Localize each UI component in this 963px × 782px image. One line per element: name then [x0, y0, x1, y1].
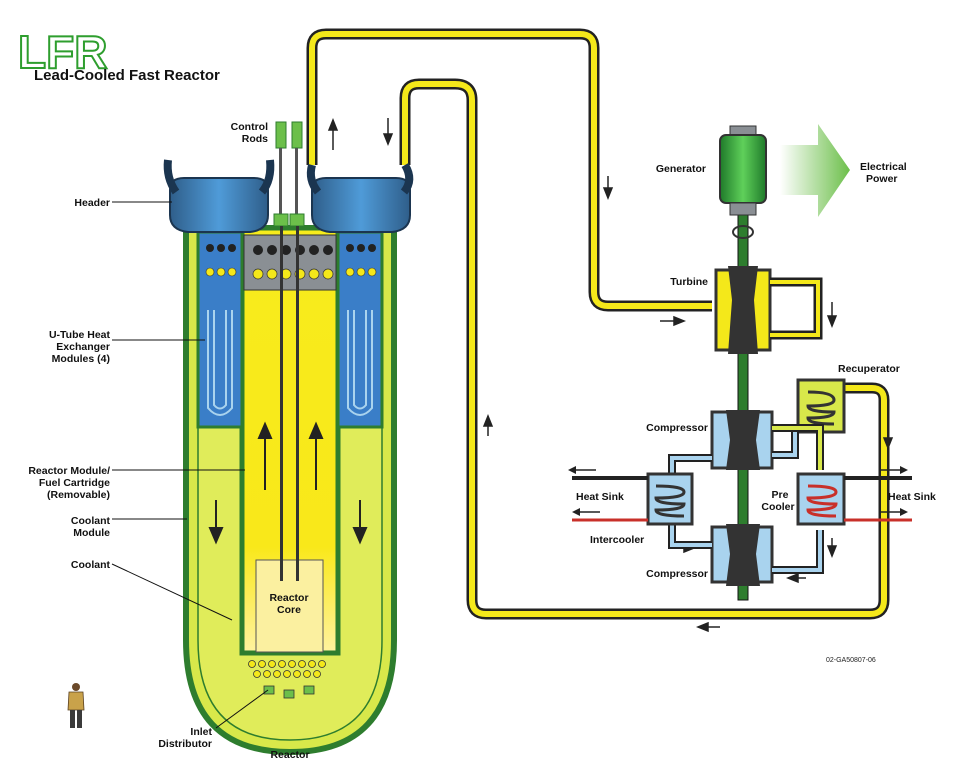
logo-text: LFR	[18, 26, 107, 78]
header-left-pipe-b	[258, 159, 275, 195]
u-tube-label-1: U-Tube Heat	[49, 329, 111, 341]
reactor-core-label-1: Reactor	[269, 592, 308, 604]
reactor-flow-arrows	[208, 421, 368, 545]
electrical-power-arrow	[780, 124, 850, 217]
header-right-pipe-b	[400, 162, 414, 195]
generator-label: Generator	[656, 163, 706, 175]
scale-person-icon	[67, 683, 85, 728]
inlet-distributor-label-2: Distributor	[158, 738, 212, 750]
hx-dots	[206, 244, 376, 252]
turbine-blades	[728, 266, 758, 354]
pipe-flow-arrows	[327, 117, 894, 633]
coolant-module-label-1: Coolant	[71, 515, 111, 527]
coolant-label: Coolant	[71, 559, 111, 571]
heat-sink-left-label: Heat Sink	[576, 491, 624, 503]
pre-cooler-label-1: Pre	[772, 489, 789, 501]
electrical-power-label-2: Power	[866, 173, 898, 185]
heat-sink-right-label: Heat Sink	[888, 491, 936, 503]
turbine-outlet-pipe	[770, 277, 823, 340]
heat-exchanger-right	[336, 230, 384, 429]
reactor-core-label-2: Core	[277, 604, 301, 616]
labels: Control Rods Header U-Tube Heat Exchange…	[28, 121, 936, 761]
recuperator-label: Recuperator	[838, 363, 900, 375]
u-tube-label-3: Modules (4)	[52, 353, 110, 365]
pre-cooler-label-2: Cooler	[761, 501, 794, 513]
coolant-module-label-2: Module	[73, 527, 110, 539]
shaft-coupling	[732, 225, 754, 239]
heat-exchanger-left	[196, 230, 244, 429]
u-tube-label-2: Exchanger	[56, 341, 110, 353]
header-right	[311, 177, 411, 233]
upper-plenum	[243, 234, 337, 291]
reactor-module-label-3: (Removable)	[47, 489, 110, 501]
compressor-bottom-blades	[726, 524, 760, 586]
control-rods-label-2: Rods	[242, 133, 268, 145]
reactor-core-box	[255, 559, 324, 653]
intercooler-label: Intercooler	[590, 534, 644, 546]
compressor-top-blades	[726, 410, 760, 470]
electrical-power-label-1: Electrical	[860, 161, 907, 173]
header-label: Header	[74, 197, 110, 209]
recuperator-coil	[806, 390, 836, 426]
inlet-distributor	[248, 660, 326, 699]
reactor-label: Reactor	[270, 749, 309, 761]
generator-body	[719, 134, 767, 204]
leader-lines	[111, 201, 269, 729]
reactor-module-label-2: Fuel Cartridge	[39, 477, 110, 489]
u-tubes	[207, 310, 373, 416]
header-right-pipe-a	[306, 163, 322, 195]
turbine-label: Turbine	[670, 276, 708, 288]
blue-piping	[668, 424, 824, 574]
control-rods-label-1: Control	[231, 121, 268, 133]
intercooler-coil	[654, 484, 686, 518]
compressor-bottom-label: Compressor	[646, 568, 708, 580]
title-block: LFR Lead-Cooled Fast Reactor	[17, 25, 220, 84]
inlet-distributor-label-1: Inlet	[190, 726, 212, 738]
drawing-number: 02-GA50807-06	[826, 657, 876, 664]
header-left	[169, 177, 269, 233]
precooler-coil	[806, 484, 838, 518]
reactor-vessel: Reactor Core	[163, 121, 414, 756]
control-rods	[273, 121, 305, 581]
subtitle-text: Lead-Cooled Fast Reactor	[34, 67, 220, 84]
hx-yellow-dots	[205, 267, 377, 277]
primary-pipe-loop	[306, 28, 890, 620]
header-left-pipe-a	[163, 159, 180, 195]
compressor-top-label: Compressor	[646, 422, 708, 434]
power-conversion-system	[568, 124, 912, 601]
generator-cap-bottom	[729, 202, 757, 216]
reactor-module-label-1: Reactor Module/	[28, 465, 110, 477]
